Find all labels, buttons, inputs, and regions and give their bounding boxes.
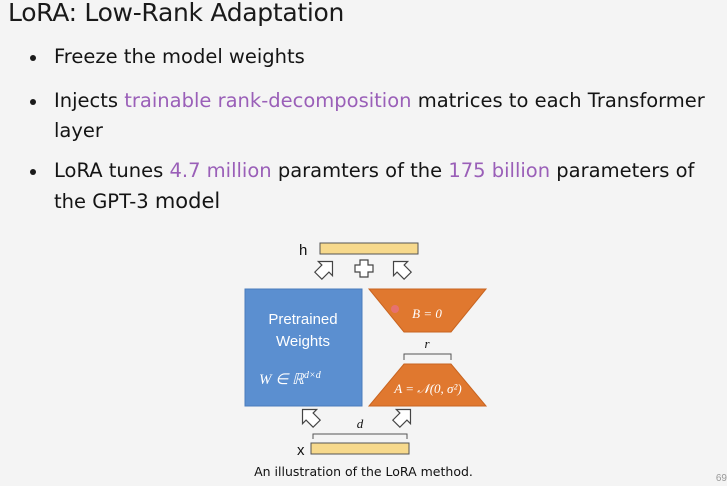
arrow-into-a-icon (391, 408, 412, 429)
figure-caption: An illustration of the LoRA method. (254, 464, 473, 479)
highlight-million: 4.7 million (169, 159, 272, 182)
bullet-text-pre: Injects (54, 89, 125, 112)
matrix-b-trapezoid (367, 288, 488, 333)
x-label: x (297, 442, 305, 459)
bullet-item: Injects trainable rank-decomposition mat… (0, 86, 727, 146)
bullet-text-post: matrices to each Transformer layer (54, 89, 705, 142)
bullet-text-end: model (154, 189, 221, 213)
pretrained-weights-box (244, 288, 363, 407)
r-brace (403, 353, 452, 360)
page-number: 69 (715, 473, 727, 484)
arrow-into-weights-icon (301, 408, 322, 429)
h-label: h (299, 242, 307, 259)
matrix-a-trapezoid (367, 363, 488, 407)
highlight-text: trainable rank-decomposition (124, 89, 412, 112)
r-label: r (424, 336, 430, 351)
pretrained-label-line1: Pretrained (268, 311, 337, 328)
cursor-dot (391, 305, 399, 313)
bullet-text: Freeze the model weights (54, 45, 305, 68)
bullet-item: Freeze the model weights (0, 42, 727, 72)
w-formula-exponent: d×d (304, 370, 322, 381)
bullet-dot (30, 169, 36, 175)
bullet-text-post: parameters of the GPT-3 (54, 159, 695, 213)
plus-icon (354, 259, 374, 278)
d-label: d (357, 416, 364, 431)
bullet-list: Freeze the model weights Injects trainab… (0, 42, 727, 217)
d-brace (312, 433, 408, 439)
pretrained-label-line2: Weights (276, 333, 330, 350)
x-vector (310, 442, 410, 455)
bullet-item: LoRA tunes 4.7 million paramters of the … (0, 156, 727, 217)
arrow-up-left-icon (313, 260, 334, 281)
arrow-up-right-icon (392, 260, 413, 281)
a-formula: A = 𝒩(0, σ²) (393, 381, 461, 396)
bullet-dot (30, 99, 36, 105)
w-formula: W ∈ ℝd×d (259, 370, 322, 388)
bullet-text-mid: paramters of the (271, 159, 449, 182)
h-vector (319, 242, 419, 255)
w-formula-base: W ∈ ℝ (259, 372, 305, 388)
highlight-billion: 175 billion (448, 159, 551, 182)
slide-title: LoRA: Low-Rank Adaptation (8, 0, 345, 27)
bullet-text-pre: LoRA tunes (54, 159, 170, 182)
b-formula: B = 0 (412, 306, 442, 321)
bullet-dot (30, 55, 36, 61)
